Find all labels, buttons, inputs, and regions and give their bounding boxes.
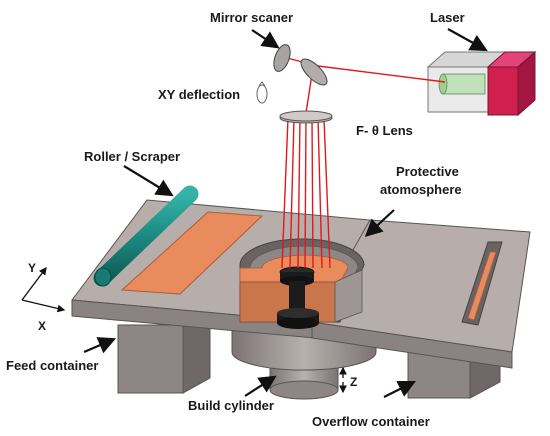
feed-powder-bed: [120, 211, 264, 295]
overflow-container-label: Overflow container: [312, 414, 430, 429]
rotation-indicator-icon: [256, 81, 268, 104]
x-axis-label: X: [38, 319, 46, 333]
mirror-scanner-label: Mirror scaner: [210, 10, 293, 25]
laser-label: Laser: [430, 10, 465, 25]
pointer-arrows: [83, 28, 488, 398]
roller: [93, 185, 199, 287]
f-theta-lens-label: F- θ Lens: [356, 123, 413, 138]
xy-axes: [21, 266, 66, 313]
overflow-slot: [461, 241, 503, 326]
laser-source: [426, 50, 537, 117]
build-cylinder-label: Build cylinder: [188, 398, 274, 413]
protective-atmosphere-label-line2: atomosphere: [380, 182, 462, 197]
f-theta-lens: [279, 110, 333, 124]
feed-container-body: [117, 311, 211, 394]
z-axis-label: Z: [350, 375, 357, 389]
protective-atmosphere-label-line1: Protective: [396, 164, 459, 179]
build-part: [277, 266, 319, 329]
xy-deflection-label: XY deflection: [158, 87, 240, 102]
y-axis-label: Y: [28, 261, 36, 275]
roller-scraper-label: Roller / Scraper: [84, 149, 180, 164]
feed-container-label: Feed container: [6, 358, 98, 373]
mirror-scanner: [273, 44, 328, 86]
